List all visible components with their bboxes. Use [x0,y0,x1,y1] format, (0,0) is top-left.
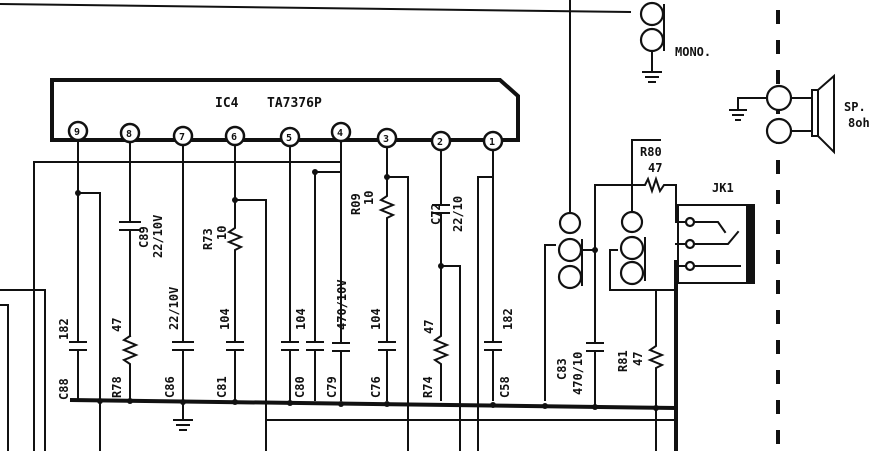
svg-text:7: 7 [179,132,185,143]
c81-value: 104 [218,308,232,330]
c88-ref: C88 [57,378,71,400]
speaker-ohm-label: 8oh [848,116,870,130]
svg-text:4: 4 [337,128,343,139]
svg-text:9: 9 [74,127,80,138]
r80-ref: R80 [640,145,662,159]
speaker-connector [729,73,835,155]
ic4-pins: 9 8 7 6 5 4 3 2 1 [67,120,504,152]
ic4-part: TA7376P [267,96,322,111]
svg-text:6: 6 [231,132,237,143]
c88-value: 182 [57,318,71,340]
r81 [647,289,665,451]
r09 [378,176,396,343]
mono-plug [639,1,665,83]
c76-value: 104 [369,308,383,330]
c86-value: 22/10V [167,287,181,330]
c76-ref: C76 [369,376,383,398]
r09-ref: R09 [349,193,363,215]
ground-bus [69,398,677,410]
r73-value: 10 [215,226,229,240]
r74-value: 47 [422,320,436,334]
c79-value: 470/10V [335,279,349,330]
speaker-label: SP. [844,100,866,114]
svg-text:2: 2 [437,137,443,148]
ic4-body [50,78,520,142]
c83-ref: C83 [555,358,569,380]
top-wire [0,2,632,14]
r73-ref: R73 [201,228,215,250]
jk1-jack [675,204,755,284]
r73 [226,199,244,343]
c72-value: 22/10 [451,196,465,232]
plug-assembly [544,184,633,401]
svg-text:3: 3 [383,134,389,145]
svg-text:1: 1 [489,137,495,148]
c79-ref: C79 [325,376,339,398]
r78-value: 47 [110,318,124,332]
r09-value: 10 [362,191,376,205]
c86-ref: C86 [163,376,177,398]
mono-label: MONO. [675,45,711,59]
jack-plug-2 [609,139,677,291]
svg-text:5: 5 [286,133,292,144]
c81-ref: C81 [215,376,229,398]
c80-value: 104 [294,308,308,330]
c80-ref: C80 [293,376,307,398]
c58-ref: C58 [498,376,512,398]
c89-value: 22/10V [151,215,165,258]
c89-ref: C89 [137,226,151,248]
r74-ref: R74 [421,376,435,398]
c72-ref: C72 [429,203,443,225]
ic4-ref: IC4 [215,96,239,111]
r80 [631,175,691,223]
jk1-label: JK1 [712,181,734,195]
r78-ref: R78 [110,376,124,398]
r81-ref: R81 [616,350,630,372]
c83-value: 470/10 [571,352,585,395]
svg-text:8: 8 [126,129,132,140]
r74 [432,265,450,401]
c58-value: 182 [501,308,515,330]
r81-value: 47 [631,352,645,366]
r80-value: 47 [648,161,662,175]
r78 [121,334,139,401]
